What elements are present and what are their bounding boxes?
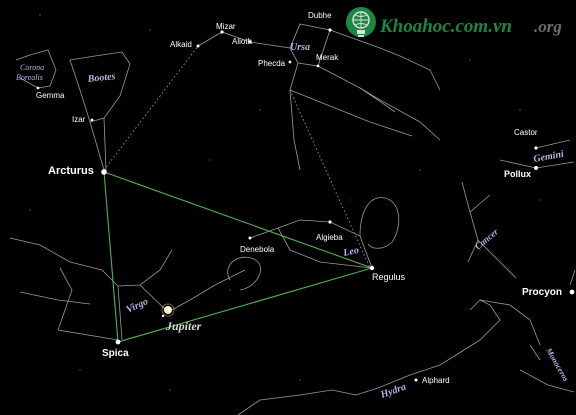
background-stars: [29, 14, 541, 391]
label-alioth: Alioth: [232, 37, 252, 46]
label-gemini: Gemini: [533, 149, 565, 165]
label-izar: Izar: [72, 115, 86, 124]
label-phecda: Phecda: [258, 59, 286, 68]
label-algieba: Algieba: [316, 233, 343, 242]
label-gemma: Gemma: [36, 91, 65, 100]
guide-lines: [103, 45, 371, 269]
label-dubhe: Dubhe: [308, 11, 332, 20]
star-alphard: [414, 378, 418, 382]
lightbulb-globe-icon: [346, 7, 376, 37]
hydra-lines: [237, 299, 501, 415]
label-jupiter: Jupiter: [165, 319, 202, 333]
label-alkaid: Alkaid: [170, 40, 192, 49]
star-denebola: [248, 236, 252, 240]
label-pollux: Pollux: [504, 169, 531, 179]
gemini-lines: [535, 139, 571, 149]
label-corona-line2: Borealis: [16, 73, 43, 82]
star-dots: [36, 28, 575, 382]
spring-triangle: [103, 171, 374, 343]
star-merak: [316, 64, 320, 68]
star-alioth: [248, 40, 252, 44]
label-mizar: Mizar: [216, 22, 236, 31]
leo-lines: [249, 219, 373, 269]
label-arcturus: Arcturus: [48, 165, 94, 177]
watermark-text: Khoahoc.com.vn: [379, 16, 512, 37]
label-spica: Spica: [102, 348, 129, 359]
watermark: Khoahoc.com.vn .org: [346, 7, 562, 37]
label-castor: Castor: [514, 128, 538, 137]
label-corona-line1: Corona: [20, 63, 44, 72]
label-procyon: Procyon: [522, 287, 562, 298]
label-denebola: Denebola: [240, 245, 275, 254]
star-castor: [534, 146, 538, 150]
monoceros-lines: [519, 369, 575, 393]
label-leo: Leo: [341, 245, 359, 259]
label-merak: Merak: [316, 53, 339, 62]
jupiter-marker: [161, 303, 175, 318]
label-ursa: Ursa: [290, 42, 310, 53]
star-alkaid: [196, 44, 200, 48]
star-phecda: [288, 60, 292, 64]
label-bootes: Bootes: [86, 71, 116, 85]
star-pollux: [534, 166, 538, 170]
star-regulus: [369, 265, 375, 271]
star-algieba: [328, 220, 332, 224]
virgo-lines: [9, 237, 173, 287]
star-izar: [90, 118, 94, 122]
bootes-lines: [69, 51, 131, 123]
watermark-text-tail: .org: [534, 17, 562, 36]
star-procyon: [569, 289, 575, 295]
label-regulus: Regulus: [372, 272, 406, 282]
star-dubhe: [328, 28, 332, 32]
constellation-lines: [9, 23, 576, 415]
star-labels: Dubhe Mizar Alkaid Alioth Phecda Merak G…: [36, 11, 562, 385]
star-gemma: [36, 86, 40, 90]
star-mizar: [220, 30, 224, 34]
star-arcturus: [101, 169, 107, 175]
star-spica: [115, 339, 121, 345]
label-alphard: Alphard: [422, 376, 450, 385]
